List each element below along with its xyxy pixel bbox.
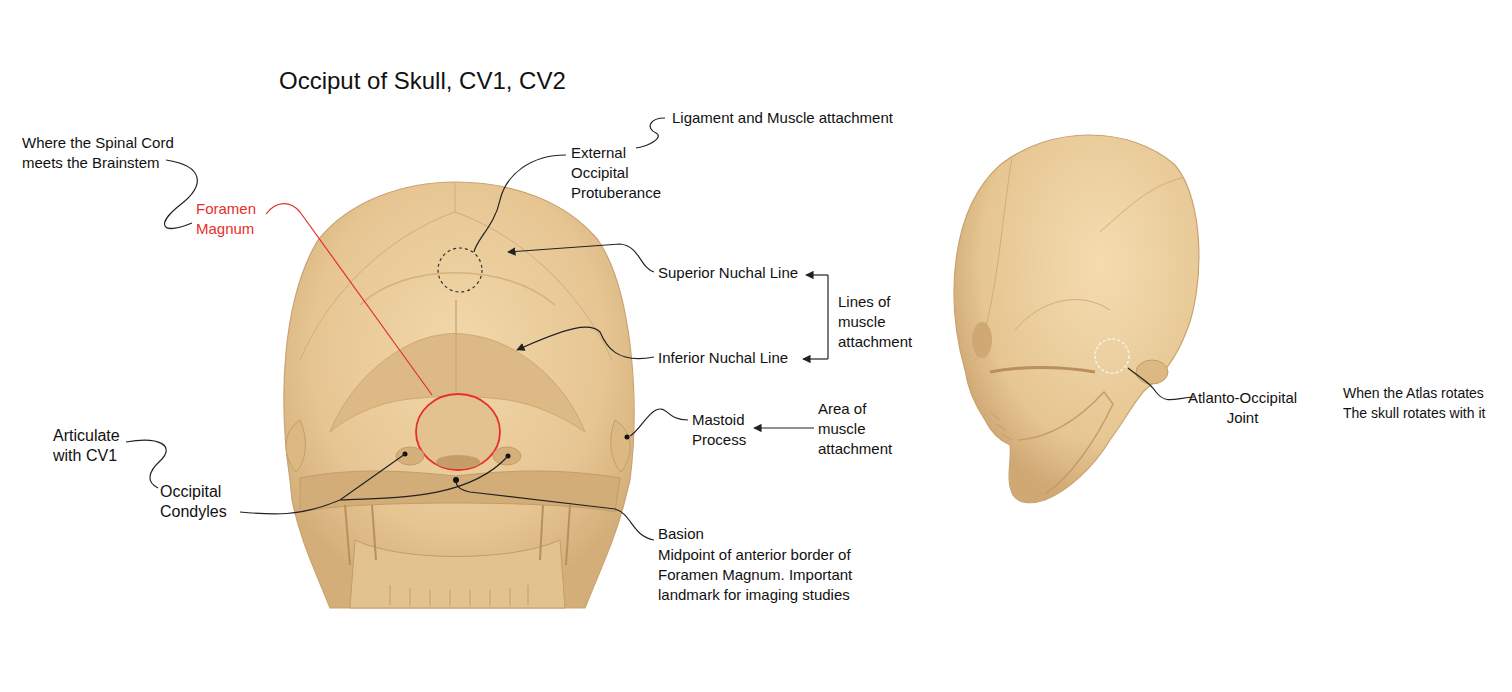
anatomy-label: When the Atlas rotates The skull rotates… xyxy=(1343,383,1503,423)
cranium xyxy=(954,135,1199,503)
leader-line xyxy=(754,427,814,428)
anatomy-label: Where the Spinal Cord meets the Brainste… xyxy=(22,133,184,173)
leader-line xyxy=(126,440,166,488)
left-mastoid xyxy=(286,420,305,472)
anatomy-label: Occipital Condyles xyxy=(160,482,242,522)
leader-line xyxy=(630,409,688,436)
anatomy-label: Inferior Nuchal Line xyxy=(658,348,828,368)
anatomy-label: Superior Nuchal Line xyxy=(658,263,828,283)
bracket-line xyxy=(806,274,828,275)
pterygoid-plates xyxy=(345,505,570,565)
sagittal-suture xyxy=(455,182,456,212)
protuberance-marker xyxy=(438,248,482,292)
bracket-line xyxy=(803,358,828,359)
zygomatic-arch xyxy=(990,368,1095,373)
anatomy-label: Articulate with CV1 xyxy=(53,426,133,466)
mandible xyxy=(1018,392,1113,494)
right-mastoid xyxy=(611,420,630,472)
anatomy-label: Foramen Magnum xyxy=(196,199,268,239)
anatomy-label: Area of muscle attachment xyxy=(818,399,902,459)
bracket-line xyxy=(827,275,828,359)
leader-line xyxy=(240,454,508,514)
squamous-suture xyxy=(1015,300,1110,330)
leader-lines xyxy=(126,118,1194,540)
anatomy-label: External Occipital Protuberance xyxy=(571,143,671,203)
left-condyle xyxy=(396,447,424,465)
leader-line xyxy=(165,160,198,228)
orbit xyxy=(972,322,992,358)
atlas-vertebra xyxy=(1136,360,1168,384)
anatomy-label: Mastoid Process xyxy=(692,410,764,450)
leader-line xyxy=(456,481,654,540)
dens-shadow xyxy=(436,455,480,469)
superior-nuchal-ridge xyxy=(360,273,555,305)
anatomy-label: Midpoint of anterior border of Foramen M… xyxy=(658,545,898,605)
cranium xyxy=(284,182,634,608)
foramen-leader xyxy=(266,204,432,395)
leader-line xyxy=(474,155,566,252)
anatomy-label: Basion xyxy=(658,524,858,544)
leader-line xyxy=(636,118,665,148)
posterior-skull xyxy=(284,182,634,608)
lambdoid-suture xyxy=(1100,178,1182,232)
anatomy-label: Lines of muscle attachment xyxy=(838,292,922,352)
teeth xyxy=(390,585,528,606)
anatomy-label: Ligament and Muscle attachment xyxy=(672,108,912,128)
skull-base xyxy=(300,471,620,512)
diagram-title: Occiput of Skull, CV1, CV2 xyxy=(279,66,566,96)
joint-marker xyxy=(1095,339,1129,373)
occipital-crest xyxy=(455,300,456,392)
right-condyle xyxy=(493,447,521,465)
leader-line xyxy=(1128,368,1194,400)
maxilla xyxy=(350,540,565,608)
mastoid-dot xyxy=(625,435,630,440)
anatomy-label: Atlanto-Occipital Joint xyxy=(1180,388,1305,428)
leader-line xyxy=(517,327,654,358)
lateral-skull xyxy=(954,135,1199,503)
teeth xyxy=(990,412,1012,440)
leader-line xyxy=(508,244,654,272)
foramen-magnum xyxy=(416,394,500,470)
